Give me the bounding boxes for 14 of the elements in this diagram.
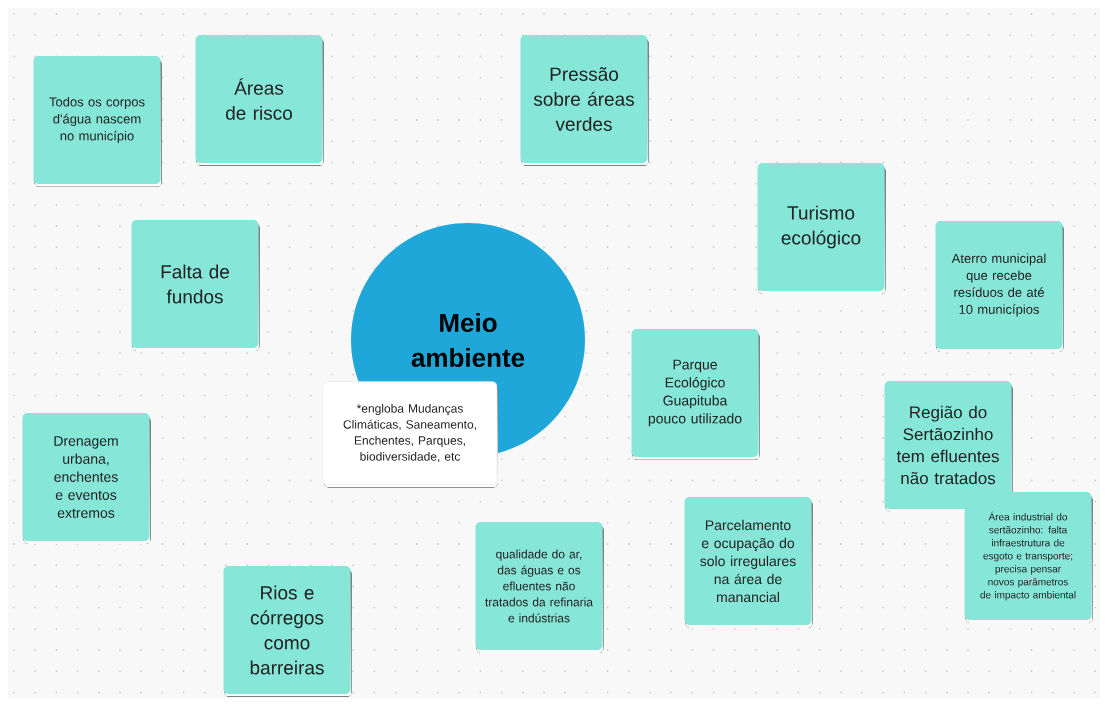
sticky-note: Turismo ecológico — [757, 163, 885, 291]
sticky-note: Parque Ecológico Guapituba pouco utilizado — [631, 329, 759, 457]
sticky-note: Áreas de risco — [195, 35, 323, 163]
sticky-note: Drenagem urbana, enchentes e eventos extremos — [22, 413, 150, 541]
sticky-note: Pressão sobre áreas verdes — [520, 35, 648, 163]
sticky-note: Aterro municipal que recebe resíduos de até 10 municípios — [935, 221, 1063, 349]
note-card: *engloba Mudanças Climáticas, Saneamento, Enchentes, Parques, biodiversidade, etc — [322, 381, 498, 485]
sticky-note: Todos os corpos d'água nascem no município — [33, 56, 161, 184]
sticky-note: qualidade do ar, das águas e os efluentes não tratados da refinaria e indústrias — [475, 522, 603, 650]
sticky-note: Parcelamento e ocupação do solo irregulares na área de manancial — [684, 497, 812, 625]
sticky-note: Área industrial do sertãozinho: falta infraestrutura de esgoto e transporte; precisa pensar novos parâmetros de impacto ambiental — [964, 492, 1092, 620]
sticky-note: Rios e córregos como barreiras — [223, 566, 351, 694]
sticky-note: Região do Sertãozinho tem efluentes não tratados — [884, 381, 1012, 509]
sticky-note: Falta de fundos — [131, 220, 259, 348]
